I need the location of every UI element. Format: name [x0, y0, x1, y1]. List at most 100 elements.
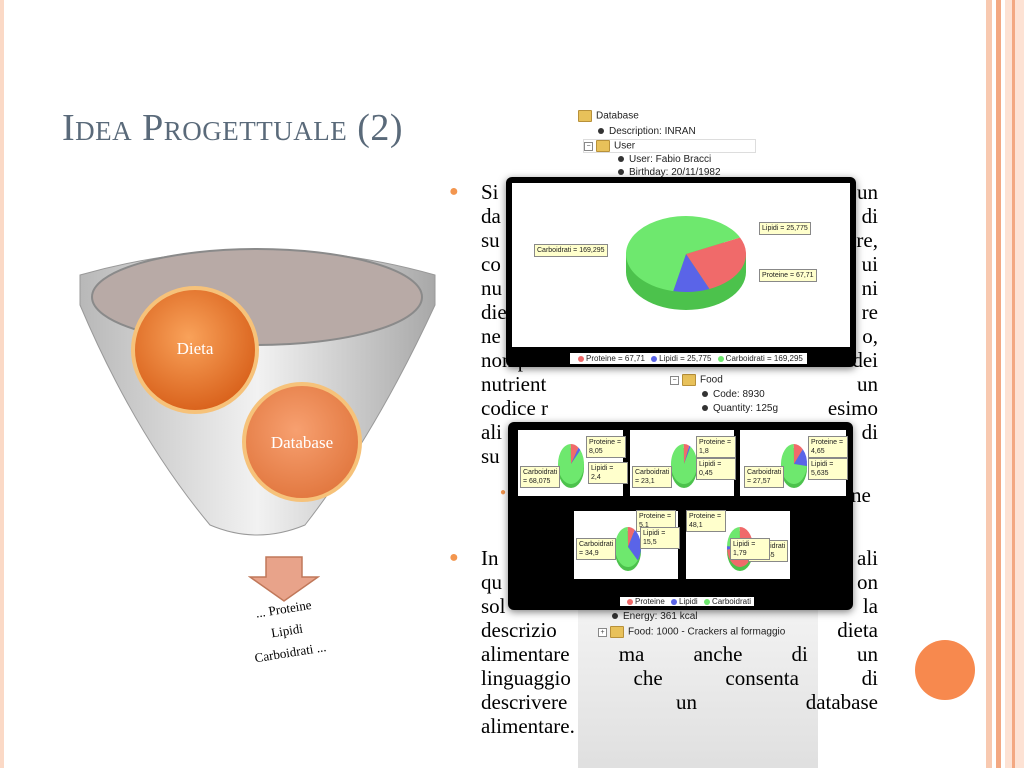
text-word: o,	[862, 324, 878, 348]
text-word: ui	[861, 252, 878, 276]
small-pie-label: Lipidi = 5,635	[808, 458, 848, 480]
tree-energy: Energy: 361 kcal	[612, 611, 698, 622]
legend-carboidrati: Carboidrati = 169,295	[725, 354, 803, 363]
small-legend: Proteine Lipidi Carboidrati	[620, 597, 755, 606]
tree-user-folder[interactable]: − User	[583, 139, 757, 153]
text-line: su	[481, 444, 878, 468]
collapse-icon[interactable]: −	[584, 141, 593, 151]
text-word: ma	[618, 642, 645, 666]
tree-food-folder[interactable]: − Food	[670, 374, 723, 386]
small-pie-3-slice-lipidi	[794, 449, 807, 467]
sub-bullet-icon: ●	[500, 487, 507, 498]
legend-carboidrati-icon	[703, 598, 710, 605]
funnel-shape	[79, 248, 436, 536]
text-line: alimentare.	[481, 714, 878, 738]
small-pie-2-slice-proteine	[683, 444, 690, 464]
text-word: codice r	[481, 396, 549, 420]
funnel-circle-dieta: Dieta	[176, 339, 214, 358]
small-pie-label: Proteine = 48,1	[686, 510, 726, 532]
text-word: ne	[481, 324, 501, 348]
text-word: ni	[861, 276, 878, 300]
tree-description: Description: INRAN	[598, 126, 696, 137]
folder-icon	[682, 374, 696, 386]
tree-user-label: User	[614, 140, 636, 152]
small-pie-3-slice-proteine	[793, 444, 803, 464]
slide-title: Idea Progettuale (2)	[62, 107, 404, 149]
small-legend-carboidrati: Carboidrati	[711, 597, 752, 606]
text-word: ali	[857, 546, 878, 570]
text-line: codice r esimo	[481, 396, 878, 420]
expand-icon[interactable]: +	[598, 627, 607, 637]
tree-code-label: Code: 8930	[713, 389, 765, 400]
text-word: di	[861, 204, 878, 228]
text-word: su	[481, 444, 500, 468]
small-pie-1-slice-lipidi	[571, 447, 581, 464]
text-word: consenta	[725, 666, 799, 690]
small-pie-label: Proteine = 8,05	[586, 436, 626, 458]
folder-icon	[596, 140, 610, 152]
text-line: ne o,	[481, 324, 878, 348]
left-border	[0, 0, 4, 768]
legend-carboidrati-icon	[717, 355, 724, 362]
tree-description-label: Description: INRAN	[609, 126, 696, 137]
text-word: che	[633, 666, 663, 690]
text-word: di	[861, 666, 878, 690]
text-word: da	[481, 204, 501, 228]
legend-lipidi-icon	[651, 355, 658, 362]
small-pie-label: Lipidi = 0,45	[696, 458, 736, 480]
legend-lipidi: Lipidi = 25,775	[659, 354, 712, 363]
bullet-icon	[702, 391, 708, 398]
text-word: alimentare.	[481, 714, 575, 738]
bullet-1-icon: ●	[449, 183, 459, 200]
bullet-icon	[618, 156, 624, 163]
text-word: esimo	[827, 396, 878, 420]
main-pie-chart-window: Carboidrati = 169,295 Lipidi = 25,775 Pr…	[506, 177, 856, 367]
text-word: descrizio	[481, 618, 557, 642]
legend-proteine-icon	[578, 355, 584, 362]
text-word: la	[862, 594, 878, 618]
text-word: ali	[481, 420, 502, 444]
stripe-2	[996, 0, 1001, 768]
text-word: qu	[481, 570, 502, 594]
tree-quantity-label: Quantity: 125g	[713, 403, 779, 414]
text-word: Si	[481, 180, 499, 204]
tree-food-item[interactable]: + Food: 1000 - Crackers al formaggio	[598, 626, 785, 638]
small-pie-label: Carboidrati = 68,075	[520, 466, 560, 488]
small-pie-1-slice-proteine	[570, 444, 579, 464]
stripe-1	[986, 0, 992, 768]
small-pie-label: Proteine = 4,65	[808, 436, 848, 458]
small-pie-label: Carboidrati = 23,1	[632, 466, 672, 488]
tree-food-label: Food	[700, 374, 723, 386]
small-pie-label: Proteine = 1,8	[696, 436, 736, 458]
text-word: nutrient	[481, 372, 547, 396]
small-pie-4-slice-carboidrati	[615, 527, 638, 567]
bullet-icon	[702, 405, 708, 412]
bullet-icon	[598, 128, 604, 135]
tree-code: Code: 8930	[702, 389, 765, 400]
text-word: descrivere	[481, 690, 568, 714]
small-pie-2-slice-carboidrati	[671, 444, 697, 484]
small-pie-1-slice-carboidrati	[558, 444, 584, 484]
bullet-2-icon: ●	[449, 549, 459, 566]
main-pie-chart	[626, 216, 746, 310]
small-pie-label: Proteine = 5,1	[636, 510, 676, 532]
bullet-icon	[618, 169, 624, 176]
main-pie-slice-lipidi	[673, 254, 710, 292]
tree-energy-label: Energy: 361 kcal	[623, 611, 698, 622]
main-label-lipidi: Lipidi = 25,775	[759, 222, 811, 235]
tree-quantity: Quantity: 125g	[702, 403, 778, 414]
tree-root[interactable]: Database	[578, 110, 639, 122]
tree-food-item-label: Food: 1000 - Crackers al formaggio	[628, 626, 786, 638]
stripe-4	[1012, 0, 1015, 768]
down-arrow-icon	[247, 555, 321, 608]
small-pie-4-slice-proteine	[627, 527, 635, 547]
collapse-icon[interactable]: −	[670, 375, 679, 385]
small-legend-proteine: Proteine	[635, 597, 665, 606]
text-word: database	[805, 690, 878, 714]
